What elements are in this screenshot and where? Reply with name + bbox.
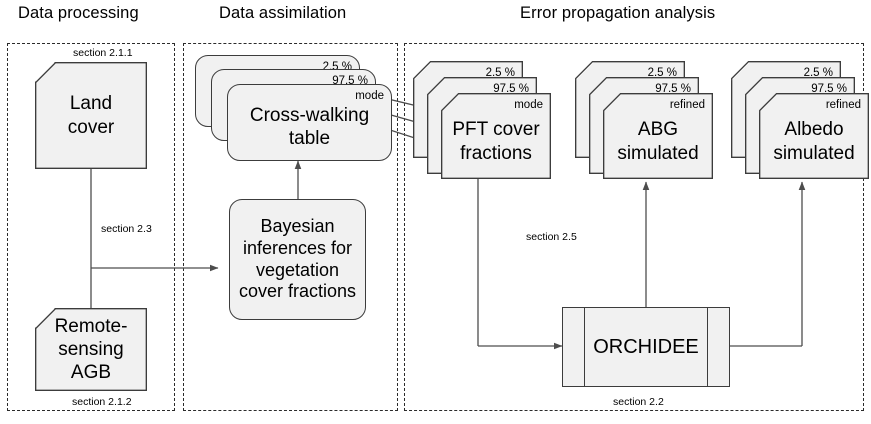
node-crosswalking-table-label: Cross-walking table [249, 104, 370, 149]
node-orchidee-label: ORCHIDEE [593, 335, 699, 358]
panel-title-data-assimilation: Data assimilation [219, 4, 347, 22]
node-land-cover[interactable]: Land cover [35, 62, 147, 169]
section-label-2-1-2: section 2.1.2 [72, 396, 132, 408]
node-albedo-simulated-label: Albedo simulated [773, 119, 855, 164]
node-abg-simulated[interactable]: refined ABG simulated [603, 93, 713, 179]
orchidee-left-bar [584, 308, 586, 386]
panel-data-assimilation [183, 43, 398, 411]
section-label-2-3: section 2.3 [101, 223, 152, 235]
orchidee-right-bar [706, 308, 708, 386]
node-land-cover-label: Land cover [67, 93, 115, 138]
node-albedo-simulated[interactable]: refined Albedo simulated [759, 93, 869, 179]
section-label-2-2: section 2.2 [613, 396, 664, 408]
panel-error-propagation [404, 43, 864, 411]
node-abg-simulated-label: ABG simulated [617, 119, 699, 164]
panel-title-data-processing: Data processing [18, 4, 139, 22]
node-bayesian-inferences-label: Bayesian inferences for vegetation cover… [238, 215, 357, 302]
node-remote-sensing-agb[interactable]: Remote- sensing AGB [35, 308, 147, 391]
node-crosswalking-tag-2: mode [355, 90, 384, 102]
section-label-2-5: section 2.5 [526, 231, 577, 243]
node-albedo-tag-2: refined [825, 99, 861, 111]
node-bayesian-inferences[interactable]: Bayesian inferences for vegetation cover… [229, 199, 366, 320]
node-orchidee[interactable]: ORCHIDEE [562, 307, 730, 387]
node-remote-sensing-agb-label: Remote- sensing AGB [54, 315, 128, 384]
node-pft-cover-fractions[interactable]: mode PFT cover fractions [441, 93, 551, 179]
panel-title-error-propagation: Error propagation analysis [520, 4, 716, 22]
node-pft-tag-2: mode [514, 99, 543, 111]
node-crosswalking-table[interactable]: mode Cross-walking table [227, 84, 392, 161]
panel-data-processing [7, 43, 175, 411]
node-pft-cover-fractions-label: PFT cover fractions [452, 119, 540, 164]
node-abg-tag-2: refined [669, 99, 705, 111]
section-label-2-1-1: section 2.1.1 [73, 47, 133, 59]
